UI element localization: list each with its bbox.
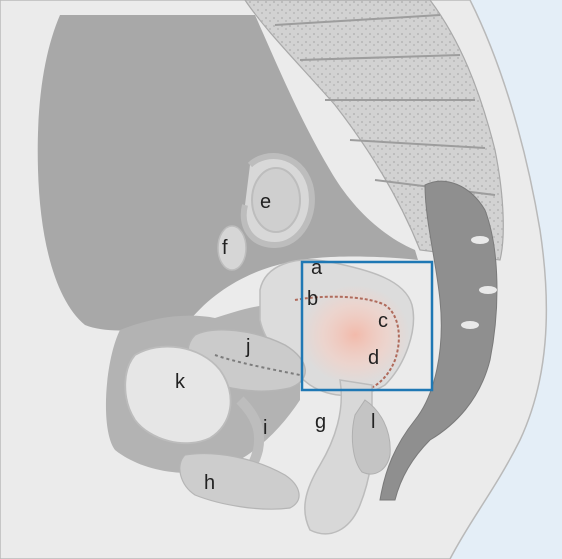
label-b: b [307,288,318,310]
label-e: e [260,191,271,213]
label-f: f [222,237,228,259]
label-d: d [368,347,379,369]
label-l: l [371,411,375,433]
label-a: a [311,257,323,279]
label-g: g [315,411,326,433]
label-k: k [175,371,186,393]
label-h: h [204,472,215,494]
label-i: i [263,417,267,439]
label-j: j [245,336,250,358]
label-c: c [378,310,388,332]
